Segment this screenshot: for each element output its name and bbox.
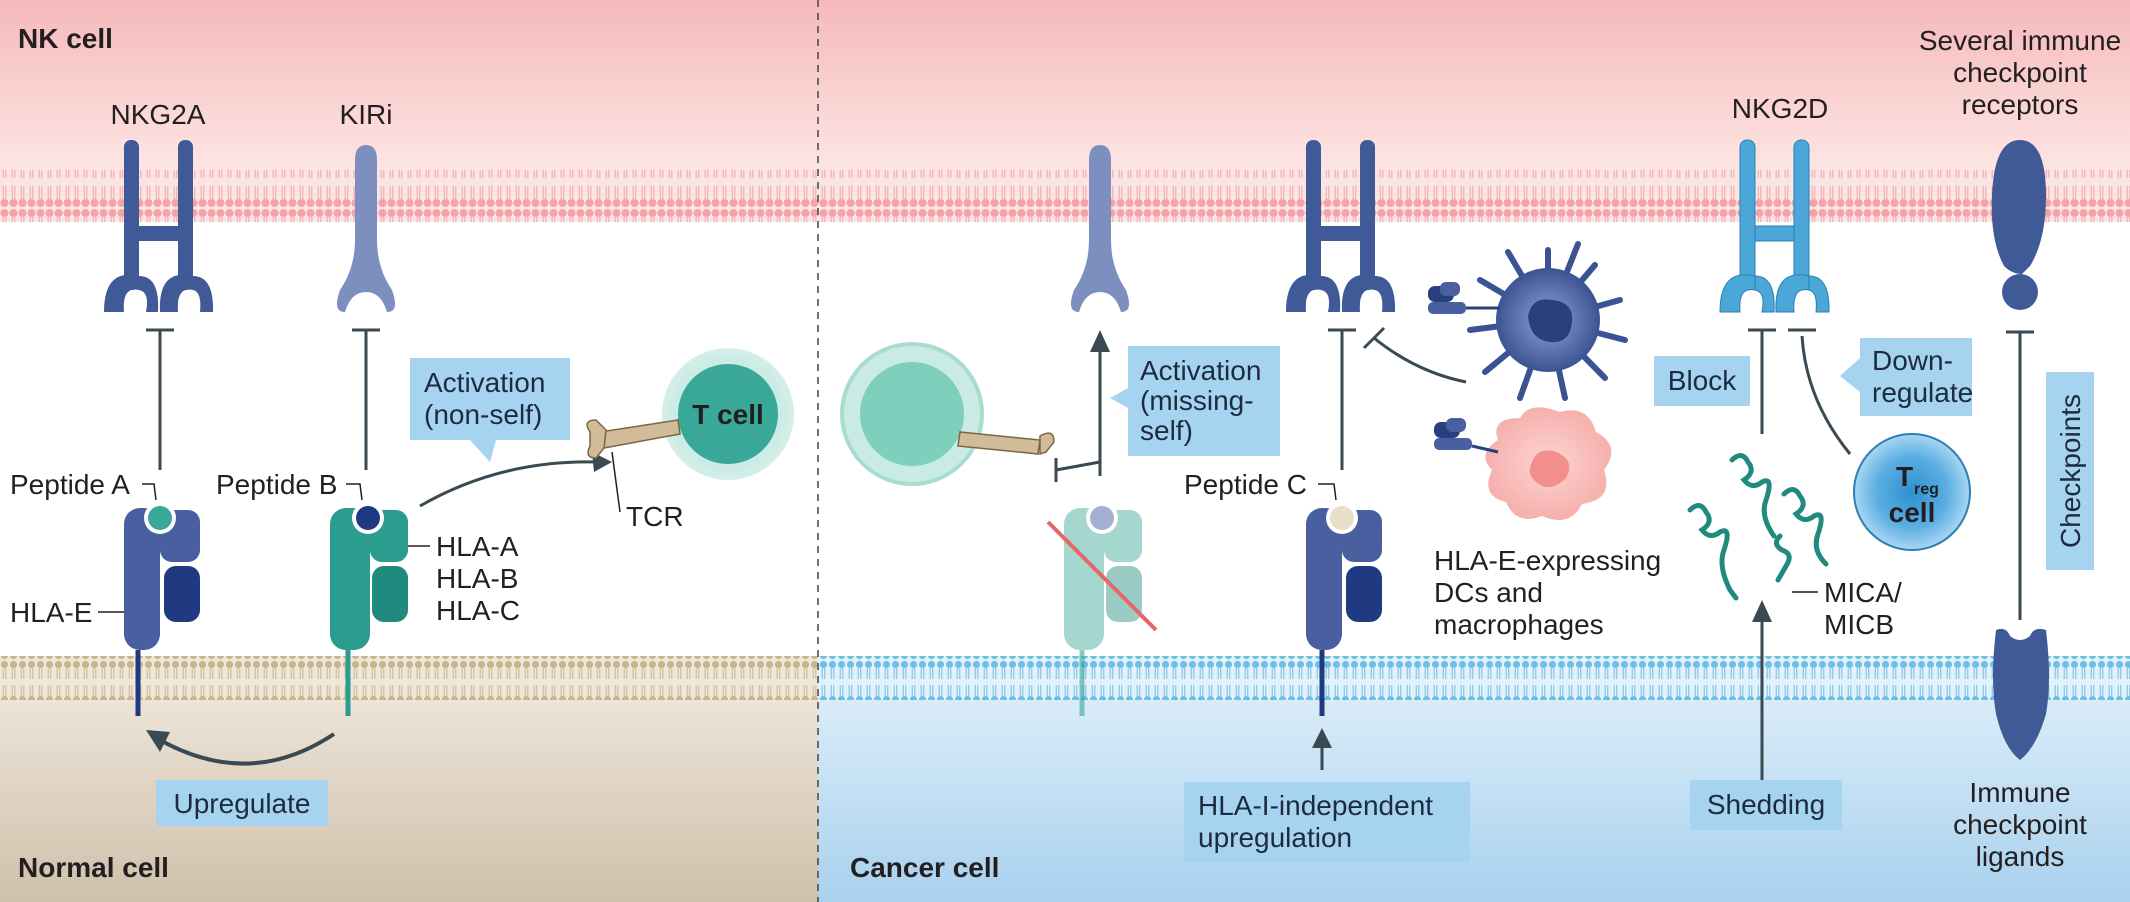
peptide-c-label: Peptide C	[1184, 469, 1307, 500]
callout-activation-missing: Activation (missing- self)	[1110, 346, 1280, 456]
hla-e-label: HLA-E	[10, 597, 92, 628]
kiri-label: KIRi	[340, 99, 393, 130]
cancer-cell-title: Cancer cell	[850, 852, 999, 883]
activation-arrow-tcell	[419, 460, 596, 508]
callout-shedding	[1690, 780, 1842, 830]
tcr-normal	[586, 419, 681, 459]
nk-membrane	[0, 170, 2130, 222]
normal-membrane	[0, 656, 818, 700]
t-cell-label: T cell	[692, 399, 764, 430]
hla-e-cells-line2: DCs and	[1434, 577, 1543, 608]
mica-micb-ligands	[1687, 453, 1829, 601]
svg-text:(non-self): (non-self)	[424, 399, 542, 430]
callout-upregulate	[156, 780, 328, 826]
kiri-receptor-cancer	[1070, 145, 1130, 312]
svg-text:Down-: Down-	[1872, 345, 1953, 376]
tcr-leader	[611, 451, 621, 513]
shedding-arrowhead	[1752, 600, 1772, 622]
nkg2d-receptor	[1719, 139, 1830, 313]
hla-independent-line2: upregulation	[1198, 822, 1352, 853]
checkpoint-ligand-line1: Immune	[1969, 777, 2070, 808]
tcr-block-cancer	[1054, 458, 1101, 482]
tcr-cancer	[957, 431, 1055, 456]
checkpoint-ligand-line3: ligands	[1976, 841, 2065, 872]
checkpoints-label: Checkpoints	[2055, 394, 2086, 548]
upregulate-arrow	[159, 732, 336, 766]
inhibition-lines-normal	[146, 328, 380, 470]
peptide-a-leader	[142, 483, 157, 501]
svg-text:(missing-: (missing-	[1140, 385, 1254, 416]
peptide-c-leader	[1318, 483, 1337, 501]
nk-cell-title: NK cell	[18, 23, 113, 54]
treg-label-cell: cell	[1889, 497, 1936, 528]
hla-abc-normal	[330, 502, 408, 716]
hla-independent-arrowhead	[1312, 728, 1332, 748]
checkpoint-inhibition	[2006, 330, 2034, 620]
checkpoint-ligand-line2: checkpoint	[1953, 809, 2087, 840]
hla-e-cells-line3: macrophages	[1434, 609, 1604, 640]
t-cell-nucleus	[678, 364, 778, 464]
upregulate-label: Upregulate	[174, 788, 311, 819]
normal-cell-title: Normal cell	[18, 852, 169, 883]
hla-b-label: HLA-B	[436, 563, 518, 594]
treg-label-main: T	[1896, 461, 1913, 492]
treg-cell	[1853, 433, 1971, 551]
nk-cell-region	[0, 0, 2130, 172]
checkpoint-receptor-head	[2002, 274, 2038, 310]
checkpoint-receptor-line3: receptors	[1962, 89, 2079, 120]
callout-downregulate: Down- regulate	[1840, 338, 1973, 416]
hla-e-cells-line1: HLA-E-expressing	[1434, 545, 1661, 576]
upregulate-arrowhead	[146, 730, 170, 752]
mica-label-line1: MICA/	[1824, 577, 1902, 608]
hla-c-label: HLA-C	[436, 595, 520, 626]
block-label: Block	[1668, 365, 1737, 396]
svg-text:regulate: regulate	[1872, 377, 1973, 408]
dendritic-cell	[1428, 241, 1628, 401]
nkg2a-receptor	[104, 140, 214, 312]
hla-e-cancer	[1306, 502, 1382, 716]
checkpoint-receptor-line1: Several immune	[1919, 25, 2121, 56]
nkg2d-label: NKG2D	[1732, 93, 1828, 124]
inhibition-lines-cancer	[1328, 326, 1467, 470]
nkg2a-receptor-cancer	[1286, 140, 1396, 312]
peptide-a-label: Peptide A	[10, 469, 130, 500]
svg-text:Activation: Activation	[424, 367, 545, 398]
checkpoint-receptor-line2: checkpoint	[1953, 57, 2087, 88]
nkg2d-inhibition	[1748, 328, 1852, 455]
normal-cell-region	[0, 700, 818, 902]
hla-independent-line1: HLA-I-independent	[1198, 790, 1433, 821]
loss-cross	[1046, 520, 1158, 632]
checkpoint-receptor	[1991, 140, 2046, 274]
checkpoint-ligand	[1993, 628, 2049, 760]
kiri-receptor	[336, 145, 396, 312]
callout-hla-independent	[1184, 782, 1470, 862]
t-cell-cancer-nucleus	[860, 362, 964, 466]
shedding-label: Shedding	[1707, 789, 1825, 820]
tcr-label: TCR	[626, 501, 684, 532]
missing-self-arrowhead	[1090, 330, 1110, 352]
hla-a-label: HLA-A	[436, 531, 519, 562]
mica-label-line2: MICB	[1824, 609, 1894, 640]
svg-text:Activation: Activation	[1140, 355, 1261, 386]
treg-label-sub: reg	[1914, 481, 1939, 498]
peptide-b-label: Peptide B	[216, 469, 337, 500]
hla-e-normal	[124, 502, 200, 716]
callout-block	[1654, 356, 1750, 406]
svg-text:self): self)	[1140, 415, 1193, 446]
callout-activation-nonself: Activation (non-self)	[410, 358, 570, 462]
cancer-membrane	[818, 656, 2130, 700]
peptide-b-leader	[346, 483, 363, 501]
macrophage	[1434, 407, 1612, 520]
nkg2a-label: NKG2A	[111, 99, 206, 130]
cancer-cell-region	[818, 700, 2130, 902]
callout-checkpoints	[2046, 372, 2094, 570]
